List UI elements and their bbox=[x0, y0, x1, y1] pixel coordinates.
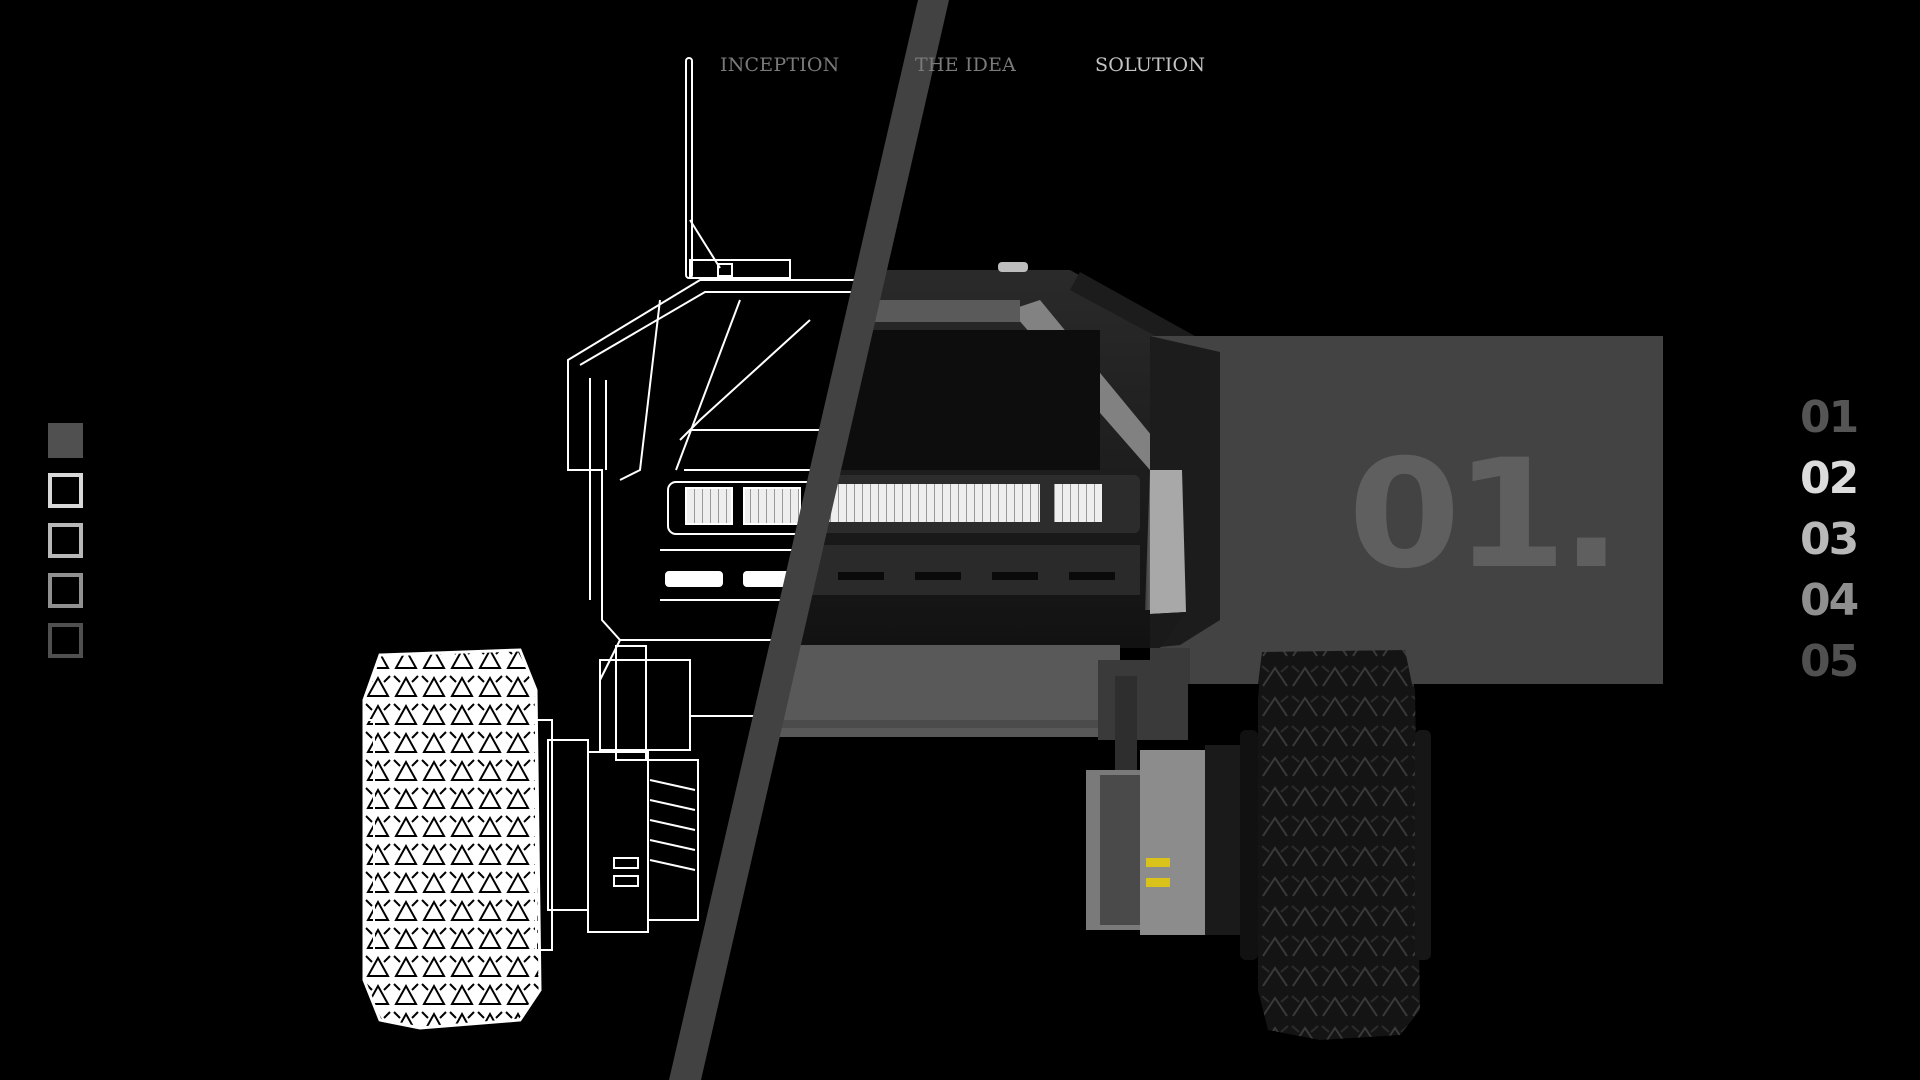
wireframe-tire bbox=[362, 648, 553, 1030]
indicator-square-4[interactable] bbox=[48, 573, 83, 608]
rendered-tire bbox=[1240, 650, 1431, 1040]
section-index-04[interactable]: 04 bbox=[1800, 575, 1859, 626]
nav-the-idea[interactable]: THE IDEA bbox=[915, 54, 1017, 76]
nav-solution[interactable]: SOLUTION bbox=[1095, 54, 1206, 76]
nav-inception[interactable]: INCEPTION bbox=[720, 54, 840, 76]
section-index-01[interactable]: 01 bbox=[1800, 392, 1859, 443]
slide-number-panel bbox=[1150, 336, 1663, 684]
section-index-02[interactable]: 02 bbox=[1800, 453, 1859, 504]
section-index-05[interactable]: 05 bbox=[1800, 636, 1859, 687]
indicator-square-5[interactable] bbox=[48, 623, 83, 658]
slide-number: 01. bbox=[1348, 428, 1622, 602]
indicator-square-2[interactable] bbox=[48, 473, 83, 508]
indicator-square-1[interactable] bbox=[48, 423, 83, 458]
section-index-03[interactable]: 03 bbox=[1800, 514, 1859, 565]
indicator-square-3[interactable] bbox=[48, 523, 83, 558]
